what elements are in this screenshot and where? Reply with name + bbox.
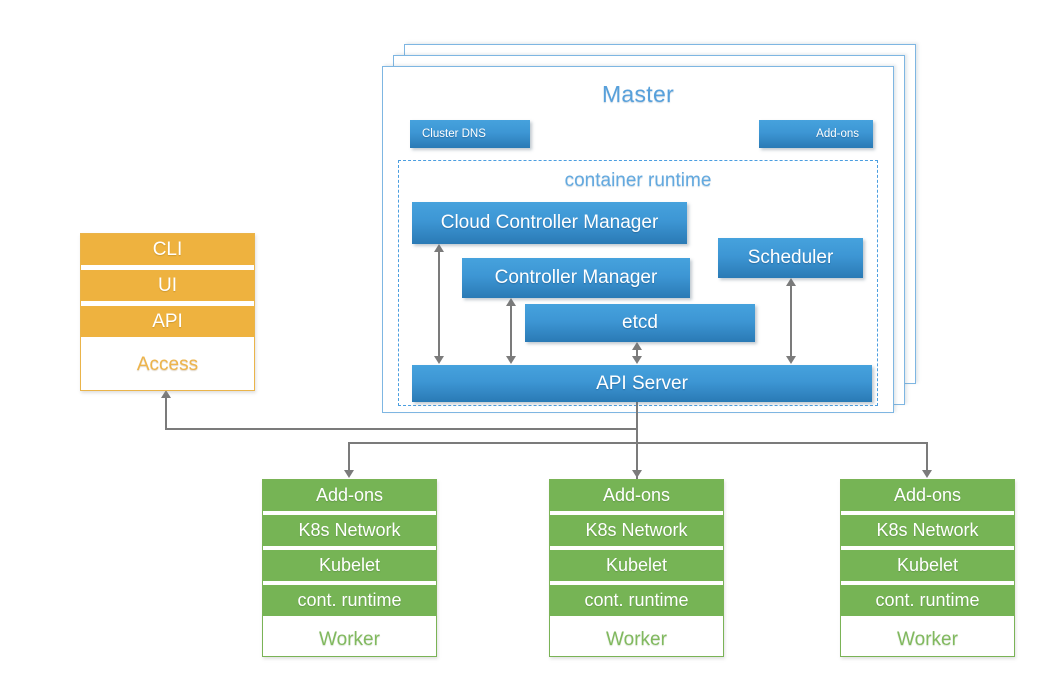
access-bar-cli[interactable]: CLI [81, 234, 254, 265]
scheduler-box[interactable]: Scheduler [718, 238, 863, 278]
arrowhead-worker-2 [632, 470, 642, 478]
connector-worker-3-drop [926, 442, 928, 474]
worker-3-bar-k8s-network[interactable]: K8s Network [841, 515, 1014, 546]
arrowhead-ccm-down [434, 356, 444, 364]
access-bar-api[interactable]: API [81, 306, 254, 337]
arrowhead-etcd-up [632, 342, 642, 350]
access-bar-ui[interactable]: UI [81, 270, 254, 301]
worker-2-bar-cont-runtime[interactable]: cont. runtime [550, 585, 723, 616]
worker-2-bar-kubelet[interactable]: Kubelet [550, 550, 723, 581]
worker-3-bar-addons[interactable]: Add-ons [841, 480, 1014, 511]
arrowhead-cm-down [506, 356, 516, 364]
container-runtime-region [398, 160, 878, 406]
worker-2-footer-label: Worker [606, 629, 667, 650]
worker-2-bar-addons[interactable]: Add-ons [550, 480, 723, 511]
worker-2-bar-k8s-network[interactable]: K8s Network [550, 515, 723, 546]
connector-etcd-apiserver [636, 348, 638, 360]
api-server-box[interactable]: API Server [412, 365, 872, 402]
arrowhead-worker-1 [344, 470, 354, 478]
master-addons-box[interactable]: Add-ons [759, 120, 873, 148]
worker-1-bar-kubelet[interactable]: Kubelet [263, 550, 436, 581]
cloud-controller-manager-box[interactable]: Cloud Controller Manager [412, 202, 687, 244]
connector-access-riser [165, 398, 167, 429]
etcd-box[interactable]: etcd [525, 304, 755, 342]
connector-worker-bus [348, 442, 928, 444]
arrowhead-cm-up [506, 298, 516, 306]
worker-1-footer-label: Worker [319, 629, 380, 650]
connector-scheduler-apiserver [790, 284, 792, 360]
connector-worker-1-drop [348, 442, 350, 474]
connector-ccm-apiserver [438, 250, 440, 360]
access-footer-label: Access [136, 354, 199, 375]
arrowhead-ccm-up [434, 244, 444, 252]
connector-cm-apiserver [510, 304, 512, 360]
master-title: Master [601, 81, 675, 107]
container-runtime-title: container runtime [564, 170, 712, 191]
worker-1-bar-k8s-network[interactable]: K8s Network [263, 515, 436, 546]
controller-manager-box[interactable]: Controller Manager [462, 258, 690, 298]
cluster-dns-box[interactable]: Cluster DNS [410, 120, 530, 148]
connector-apiserver-trunk [636, 402, 638, 430]
arrowhead-scheduler-down [786, 356, 796, 364]
arrowhead-etcd-down [632, 356, 642, 364]
worker-3-bar-kubelet[interactable]: Kubelet [841, 550, 1014, 581]
arrowhead-worker-3 [922, 470, 932, 478]
worker-3-bar-cont-runtime[interactable]: cont. runtime [841, 585, 1014, 616]
worker-3-footer-label: Worker [897, 629, 958, 650]
worker-1-bar-addons[interactable]: Add-ons [263, 480, 436, 511]
worker-1-bar-cont-runtime[interactable]: cont. runtime [263, 585, 436, 616]
arrowhead-access-up [161, 390, 171, 398]
connector-access-bus [165, 428, 638, 430]
arrowhead-scheduler-up [786, 278, 796, 286]
connector-worker-trunk [636, 430, 638, 480]
